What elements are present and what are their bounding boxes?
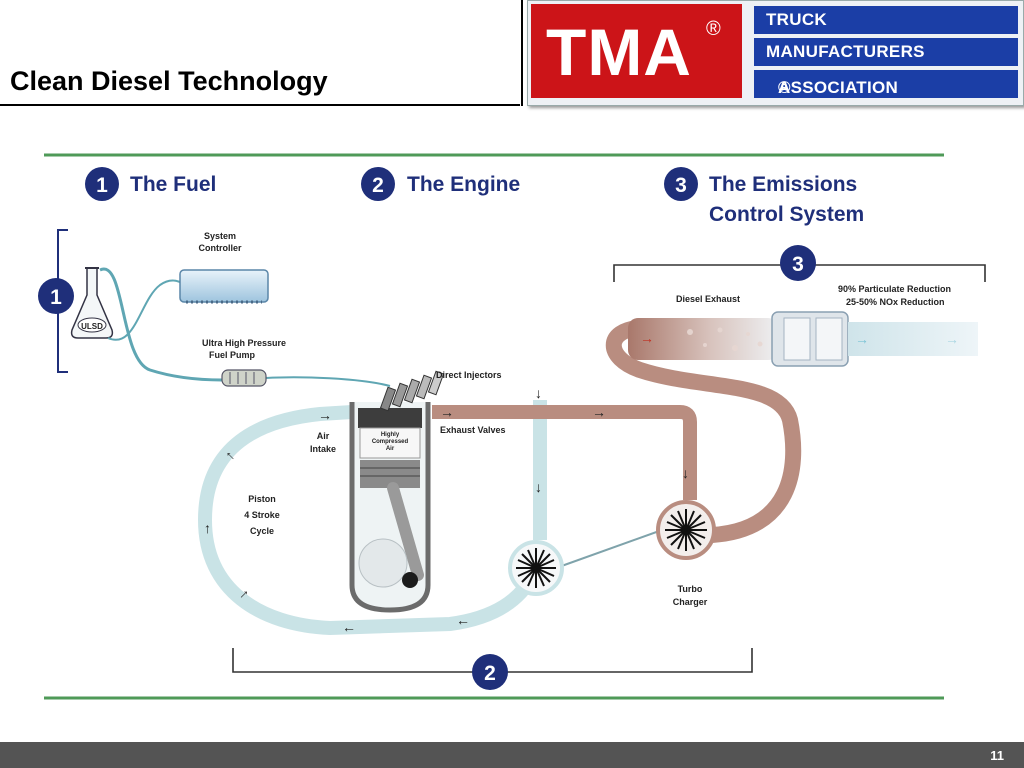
- logo-band-manufacturers: MANUFACTURERS: [754, 38, 1018, 66]
- air-arrow-left-icon: ←: [342, 619, 356, 635]
- exhaust-turbine-icon: [656, 500, 716, 560]
- fuel-line-to-injectors: [265, 376, 391, 387]
- air-arrow-left-icon-2: ←: [456, 612, 470, 628]
- piston-label-3: Cycle: [250, 526, 274, 536]
- logo-line-manufacturers: MANUFACTURERS: [766, 42, 925, 61]
- fuel-line-to-controller: [107, 279, 186, 341]
- fuel-pump: Ultra High Pressure Fuel Pump: [202, 338, 286, 387]
- clean-diesel-diagram: 1 The Fuel 2 The Engine 3 The Emissions …: [38, 153, 986, 700]
- fuel-bracket: 1: [38, 229, 74, 373]
- step-1-circle: [85, 167, 119, 201]
- diesel-exhaust-stream: [628, 318, 778, 360]
- ulsd-flask-icon: ULSD: [70, 267, 114, 339]
- turbo-label-2: Charger: [673, 597, 708, 607]
- system-controller-label-2: Controller: [198, 243, 241, 253]
- system-controller-label-1: System: [204, 231, 236, 241]
- turbo-label-1: Turbo: [678, 584, 703, 594]
- logo-line-association-text: ASSOCIATION: [778, 78, 899, 97]
- compressed-air-label-1: Highly: [381, 432, 400, 438]
- logo-acronym: TMA: [546, 15, 692, 89]
- air-intake-label-2: Intake: [310, 444, 336, 454]
- direct-injectors: Direct Injectors: [379, 370, 502, 412]
- logo-registered-mark: ®: [706, 18, 721, 40]
- step-1-title: The Fuel: [130, 173, 216, 196]
- exhaust-arrow-right-icon-2: →: [592, 404, 606, 420]
- air-arrow-right-icon: →: [318, 407, 332, 423]
- logo-band-association: ASSOCIATION ®: [754, 70, 1018, 98]
- diesel-exhaust-label: Diesel Exhaust: [676, 294, 740, 304]
- logo-line-truck: TRUCK: [766, 10, 827, 29]
- air-intake-loop: [197, 405, 540, 636]
- step-2-circle: [361, 167, 395, 201]
- logo-band-truck: TRUCK: [754, 6, 1018, 34]
- emissions-bracket-badge: [780, 245, 816, 281]
- fuel-bracket-number: 1: [50, 286, 62, 309]
- step-2-title: The Engine: [407, 173, 520, 196]
- fuel-line-to-pump: [99, 267, 223, 382]
- clean-arrow-icon-2: →: [945, 331, 959, 347]
- ulsd-label: ULSD: [81, 322, 103, 331]
- step-2-number: 2: [372, 174, 384, 197]
- step-1-header: 1 The Fuel: [85, 167, 216, 201]
- page-number: 11: [990, 748, 1004, 763]
- engine-bracket-badge: [472, 654, 508, 690]
- cylinder-head: [358, 408, 422, 428]
- system-controller-chip-icon: [179, 269, 269, 303]
- slide-title: Clean Diesel Technology: [10, 66, 328, 96]
- header-divider: [521, 0, 523, 106]
- exhaust-pipe: [432, 405, 697, 500]
- engine-cylinder: Highly Compressed Air: [349, 402, 431, 613]
- step-3-title-line2: Control System: [709, 203, 864, 226]
- fuel-pump-icon: [221, 369, 267, 387]
- pm-reduction-label: 90% Particulate Reduction: [838, 284, 951, 294]
- system-controller: System Controller: [179, 231, 269, 304]
- air-arrow-up-icon: ↑: [204, 520, 211, 536]
- air-intake-label-1: Air: [317, 431, 330, 441]
- exhaust-arrow-icon: →: [640, 330, 654, 346]
- fuel-pump-label-2: Fuel Pump: [209, 350, 256, 360]
- step-1-number: 1: [96, 174, 108, 197]
- exhaust-return-pipe: [605, 320, 802, 543]
- intake-turbine-icon: [508, 540, 564, 596]
- clean-exhaust-stream: [848, 322, 978, 356]
- footer-bar: 11: [0, 742, 1024, 768]
- fuel-bracket-badge: [38, 278, 74, 314]
- compressed-air-label-2: Compressed: [372, 439, 409, 445]
- step-2-header: 2 The Engine: [361, 167, 520, 201]
- step-3-number: 3: [675, 174, 687, 197]
- emissions-bracket: 3: [613, 245, 986, 282]
- air-arrow-down-icon-2: ↓: [535, 479, 542, 495]
- exhaust-valves-label: Exhaust Valves: [440, 425, 506, 435]
- fuel-pump-label-1: Ultra High Pressure: [202, 338, 286, 348]
- emissions-bracket-number: 3: [792, 253, 804, 276]
- exhaust-arrow-down-icon: ↓: [682, 465, 689, 481]
- step-3-title-line1: The Emissions: [709, 173, 857, 196]
- logo-red-panel: [531, 4, 742, 98]
- nox-reduction-label: 25-50% NOx Reduction: [846, 297, 945, 307]
- compressed-air-label-3: Air: [386, 446, 395, 452]
- exhaust-arrow-right-icon: →: [440, 404, 454, 420]
- piston-label-1: Piston: [248, 494, 276, 504]
- step-3-header: 3 The Emissions Control System: [664, 167, 864, 226]
- engine-bracket-number: 2: [484, 662, 496, 685]
- engine-bracket: 2: [232, 648, 753, 690]
- clean-arrow-icon: →: [855, 331, 869, 347]
- step-3-circle: [664, 167, 698, 201]
- connecting-rod: [387, 482, 424, 581]
- air-arrow-down-icon: ↓: [535, 385, 542, 401]
- crank-pin: [402, 572, 418, 588]
- crankshaft: [358, 538, 408, 588]
- title-rule: [0, 104, 520, 106]
- turbo-shaft: [555, 524, 677, 569]
- direct-injectors-label: Direct Injectors: [436, 370, 502, 380]
- piston-label-2: 4 Stroke: [244, 510, 280, 520]
- logo-line-association-mark: ®: [778, 78, 791, 97]
